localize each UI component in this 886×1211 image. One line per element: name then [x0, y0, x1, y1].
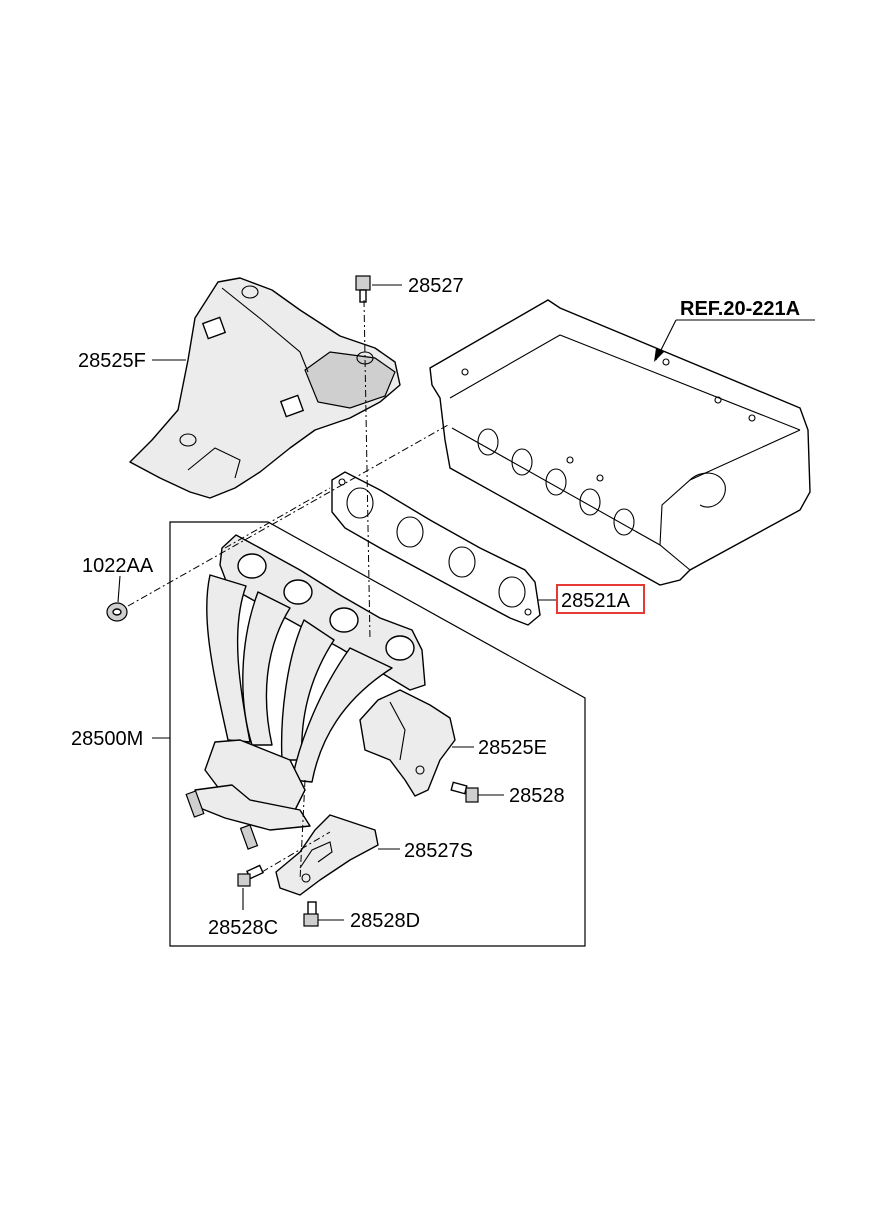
part-label-28521A[interactable]: 28521A	[561, 590, 631, 612]
part-label-28528D[interactable]: 28528D	[350, 910, 420, 932]
part-label-28525E[interactable]: 28525E	[478, 737, 547, 759]
bolt-28528C	[237, 864, 264, 887]
exhaust-manifold	[185, 534, 426, 850]
part-label-28500M[interactable]: 28500M	[71, 728, 143, 750]
selected-part-highlight	[556, 584, 645, 614]
assembly-guide-lines	[127, 299, 449, 881]
part-label-28527[interactable]: 28527	[408, 275, 464, 297]
part-label-28528C[interactable]: 28528C	[208, 917, 278, 939]
leader-lines	[117, 284, 815, 921]
bolt-28528	[450, 781, 479, 803]
nut-1022AA	[106, 602, 128, 622]
heat-protector-lower	[359, 689, 456, 797]
bolt-28528D	[303, 901, 319, 927]
part-label-28525F[interactable]: 28525F	[78, 350, 146, 372]
part-label-1022AA[interactable]: 1022AA	[82, 555, 154, 577]
manifold-bracket	[275, 814, 379, 896]
bolt-28527	[355, 275, 371, 303]
part-label-28528[interactable]: 28528	[509, 785, 565, 807]
ref-label-20-221A[interactable]: REF.20-221A	[680, 298, 800, 320]
manifold-gasket	[331, 471, 541, 626]
heat-protector-upper	[129, 277, 401, 499]
part-label-28527S[interactable]: 28527S	[404, 840, 473, 862]
assembly-boundary	[169, 521, 586, 947]
cylinder-head	[429, 299, 811, 586]
